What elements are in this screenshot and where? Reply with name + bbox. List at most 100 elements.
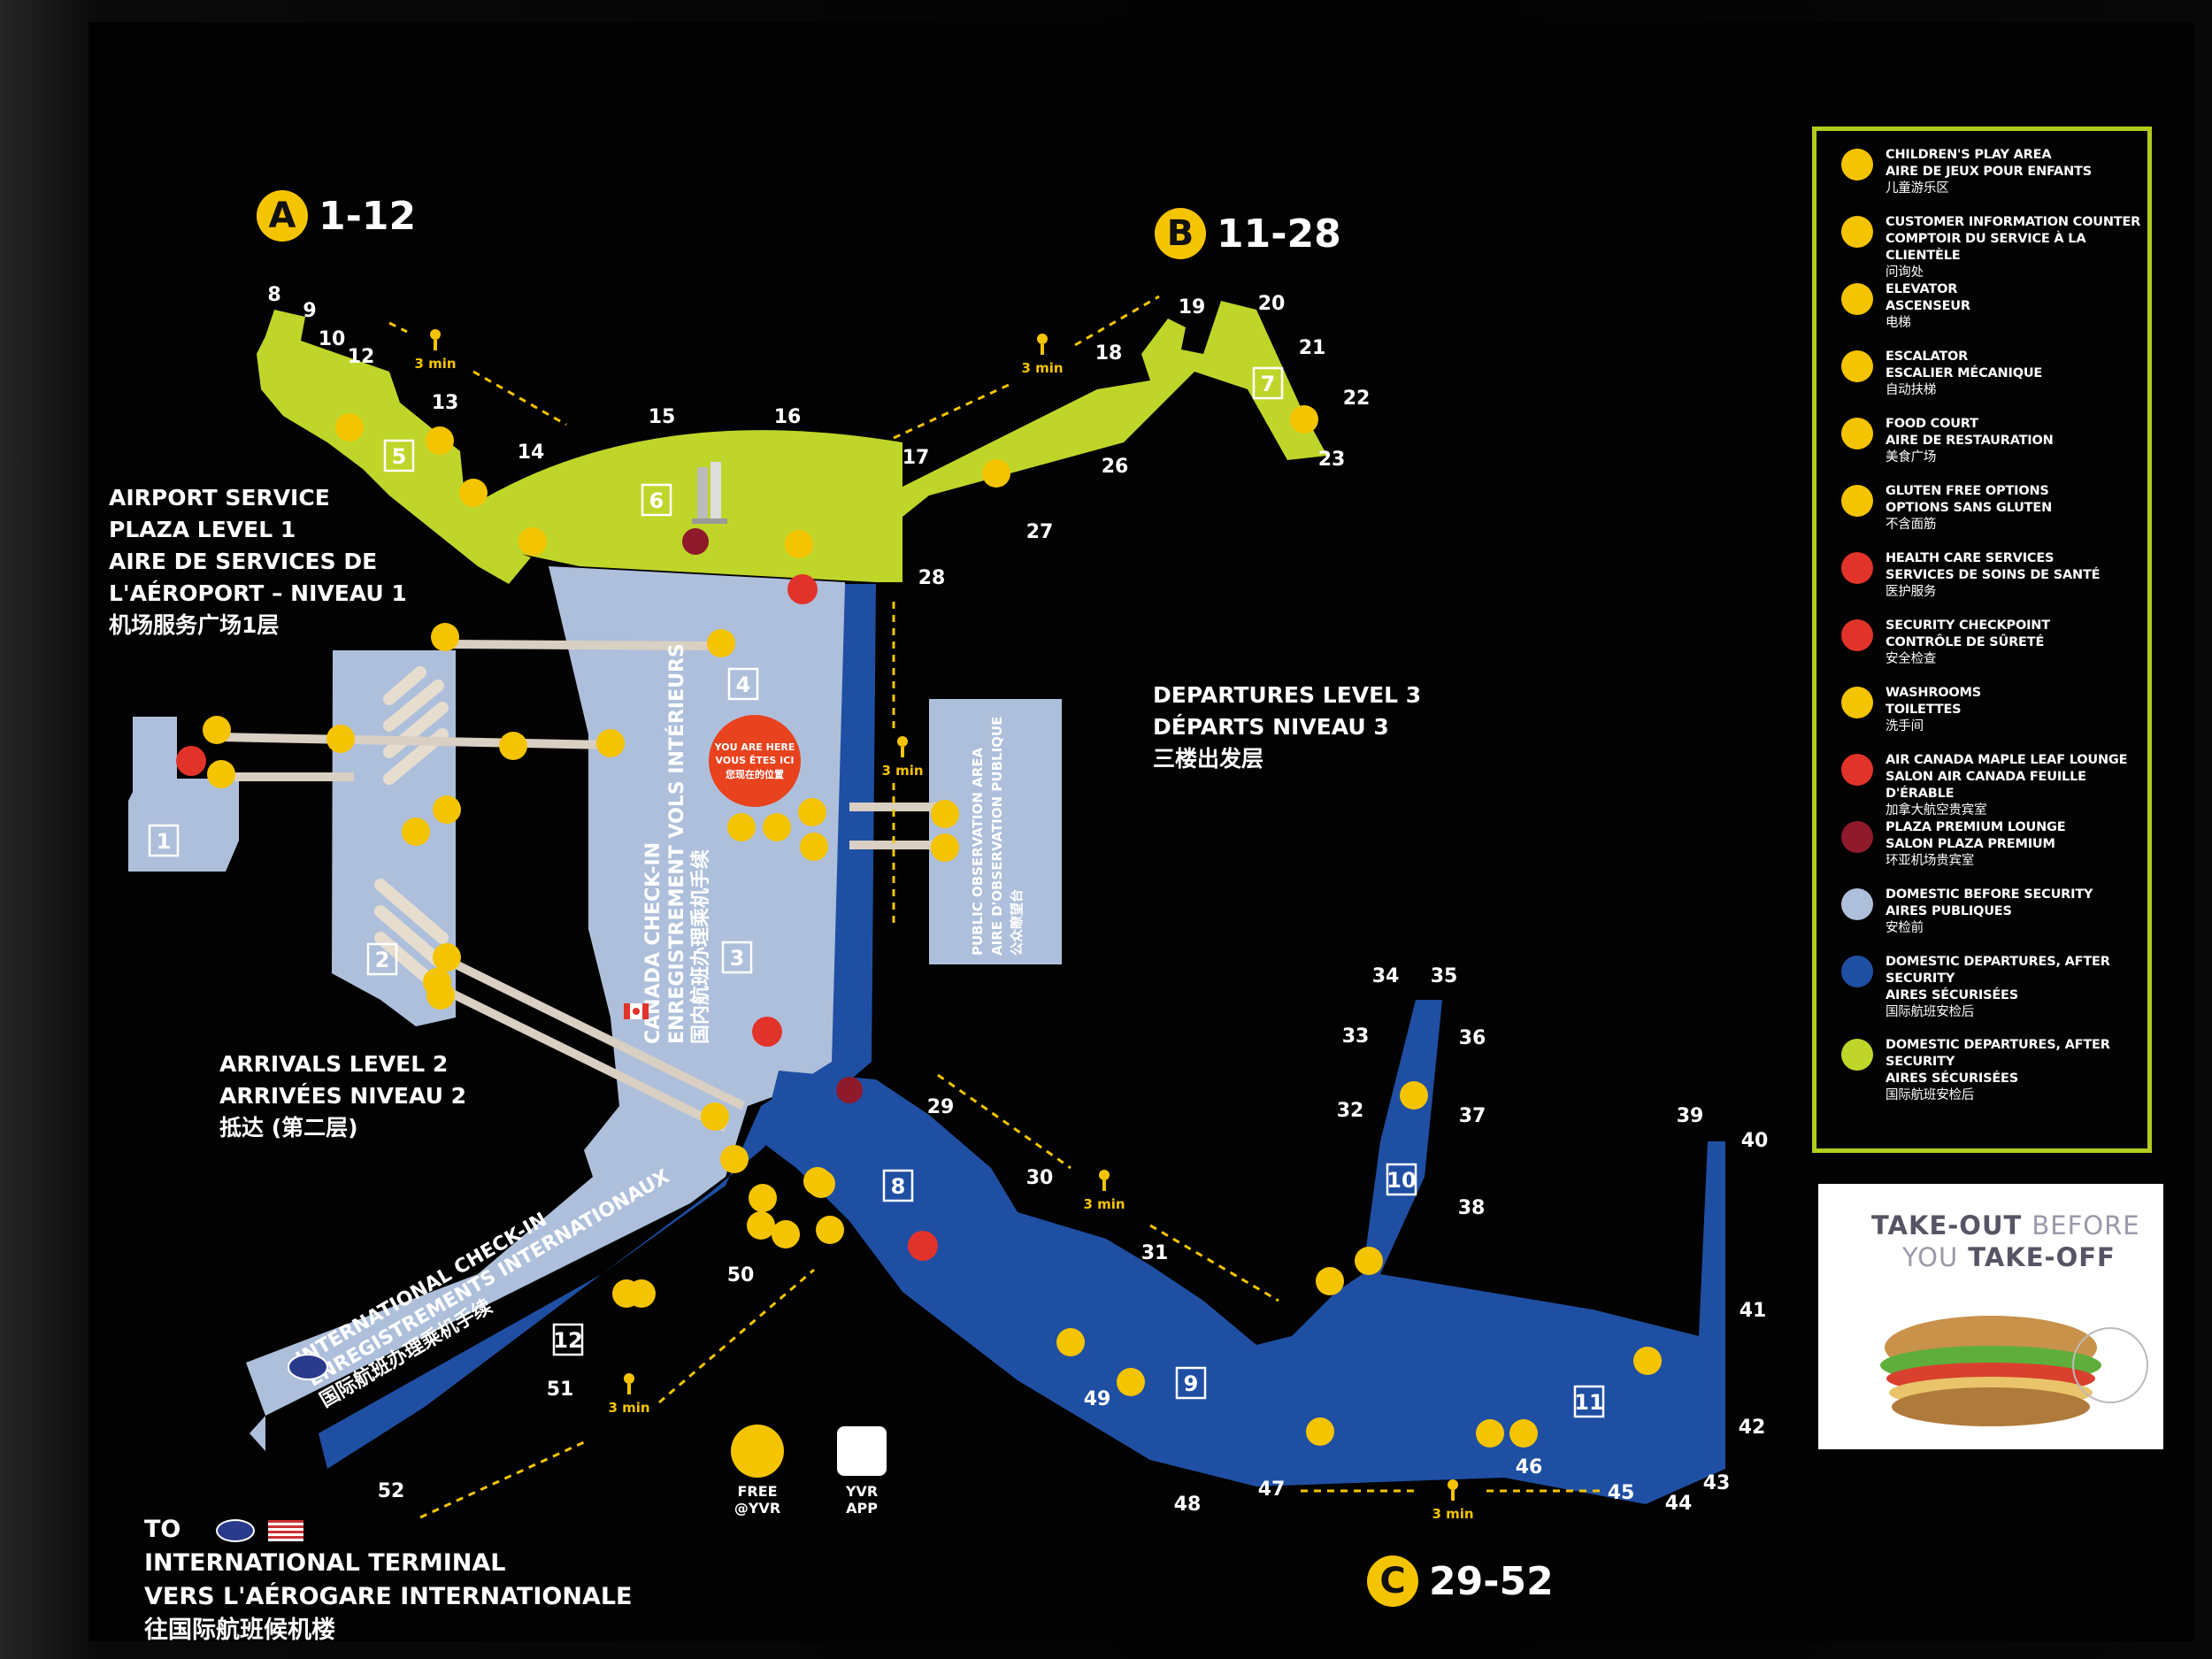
walking-person-icon xyxy=(1448,1479,1458,1490)
svg-text:3 min: 3 min xyxy=(414,356,456,372)
facility-icon xyxy=(203,716,231,744)
zone-number-box: 11 xyxy=(1573,1385,1605,1418)
svg-text:5: 5 xyxy=(392,444,407,469)
svg-text:国内航班办理乘机手续: 国内航班办理乘机手续 xyxy=(689,849,712,1044)
canada-check-in-label: CANADA CHECK-IN ENREGISTREMENT VOLS INTÉ… xyxy=(642,643,712,1044)
facility-icon xyxy=(1306,1417,1334,1446)
lounge-icon xyxy=(836,1077,863,1103)
gate-number: 46 xyxy=(1516,1456,1543,1479)
observation-area-label: PUBLIC OBSERVATION AREA AIRE D'OBSERVATI… xyxy=(970,717,1025,956)
gate-number: 16 xyxy=(774,406,802,428)
svg-text:7: 7 xyxy=(1261,372,1276,396)
security-checkpoint-icon xyxy=(1841,619,1873,651)
facility-icon xyxy=(326,725,355,753)
walk-time-dashes xyxy=(388,295,1601,1519)
pier-b xyxy=(885,301,1327,531)
facility-icon xyxy=(596,729,625,757)
walking-person-icon xyxy=(430,329,441,340)
pier-c-arm xyxy=(761,1000,1725,1504)
us-flag-icon xyxy=(268,1519,304,1541)
facility-icon xyxy=(499,732,527,760)
domestic-after-security-blue-swatch xyxy=(1841,956,1873,987)
lounge-icon xyxy=(682,528,709,555)
facility-icon xyxy=(1355,1247,1383,1275)
svg-text:12: 12 xyxy=(553,1328,582,1353)
zone-number-box: 5 xyxy=(383,439,415,472)
facility-icon xyxy=(426,426,454,455)
childrens-play-area-icon xyxy=(1841,149,1873,180)
gate-number: 21 xyxy=(1299,337,1326,359)
direction-arrow-icon xyxy=(250,1416,265,1451)
to-international-terminal-label: TO INTERNATIONAL TERMINAL VERS L'AÉROGAR… xyxy=(144,1516,633,1644)
pier-b-range: 11-28 xyxy=(1217,211,1341,257)
svg-text:6: 6 xyxy=(649,488,664,513)
gate-number: 52 xyxy=(378,1480,405,1502)
gate-number: 51 xyxy=(547,1379,574,1401)
zone-number-box: 2 xyxy=(366,942,398,976)
gate-number: 33 xyxy=(1342,1025,1370,1048)
svg-text:1: 1 xyxy=(157,829,172,854)
svg-text:11: 11 xyxy=(1574,1390,1603,1415)
facility-icon xyxy=(785,530,813,558)
gate-number: 39 xyxy=(1677,1105,1704,1127)
walk-time-marker: 3 min xyxy=(414,329,457,372)
svg-text:4: 4 xyxy=(736,672,751,697)
gate-number: 43 xyxy=(1703,1472,1731,1494)
svg-text:PUBLIC OBSERVATION AREA: PUBLIC OBSERVATION AREA xyxy=(970,747,986,956)
facility-icon xyxy=(763,813,791,841)
gate-number: 47 xyxy=(1258,1479,1286,1501)
facility-icon xyxy=(431,623,459,651)
gluten-free-icon xyxy=(1841,485,1873,517)
domestic-after-security-green-swatch xyxy=(1841,1039,1873,1071)
facility-icon xyxy=(982,459,1010,488)
facility-icon xyxy=(335,413,364,442)
pier-c-title: C 29-52 xyxy=(1367,1555,1554,1607)
walking-person-icon xyxy=(1037,334,1048,344)
gate-number: 31 xyxy=(1141,1242,1169,1264)
gate-number: 36 xyxy=(1459,1027,1486,1049)
walk-time-marker: 3 min xyxy=(1432,1479,1474,1522)
public-observation-area-box xyxy=(929,699,1062,964)
pier-c-badge: C xyxy=(1367,1555,1418,1607)
zone-number-box: 9 xyxy=(1175,1366,1207,1400)
svg-text:3 min: 3 min xyxy=(608,1400,649,1416)
escalator-icon xyxy=(1841,350,1873,382)
gate-number: 40 xyxy=(1741,1130,1769,1152)
walk-time-marker: 3 min xyxy=(1083,1170,1125,1212)
svg-text:AIRE D'OBSERVATION PUBLIQUE: AIRE D'OBSERVATION PUBLIQUE xyxy=(989,717,1005,956)
facility-icon xyxy=(426,981,455,1010)
facility-icon xyxy=(747,1211,775,1240)
security-icon xyxy=(787,574,818,604)
gate-number: 45 xyxy=(1608,1482,1635,1504)
information-counter-icon xyxy=(1841,216,1873,248)
gate-number: 29 xyxy=(927,1096,955,1118)
walk-time-marker: 3 min xyxy=(881,736,924,779)
departures-level-label: DEPARTURES LEVEL 3 DÉPARTS NIVEAU 3 三楼出发… xyxy=(1153,682,1422,772)
walkway-lines xyxy=(220,640,947,1133)
svg-text:3: 3 xyxy=(730,946,745,971)
maple-leaf-lounge-icon xyxy=(1841,754,1873,786)
gate-number: 48 xyxy=(1174,1494,1202,1516)
facility-icon xyxy=(1400,1081,1428,1110)
facility-icon xyxy=(459,479,488,507)
check-in-hall xyxy=(246,566,845,1416)
you-are-here-marker: YOU ARE HERE VOUS ÊTES ICI 您现在的位置 xyxy=(709,715,801,807)
ad-headline-line1: TAKE-OUT BEFORE xyxy=(1871,1210,2140,1240)
gate-number: 13 xyxy=(432,392,459,414)
facility-icon xyxy=(772,1220,800,1248)
svg-text:YOU ARE HERE: YOU ARE HERE xyxy=(714,741,795,753)
gate-number: 10 xyxy=(319,328,346,350)
walking-person-icon xyxy=(897,736,908,747)
before-security-area xyxy=(128,566,1062,1416)
gate-number: 20 xyxy=(1258,293,1286,315)
blue-after-security-area xyxy=(319,584,1725,1504)
